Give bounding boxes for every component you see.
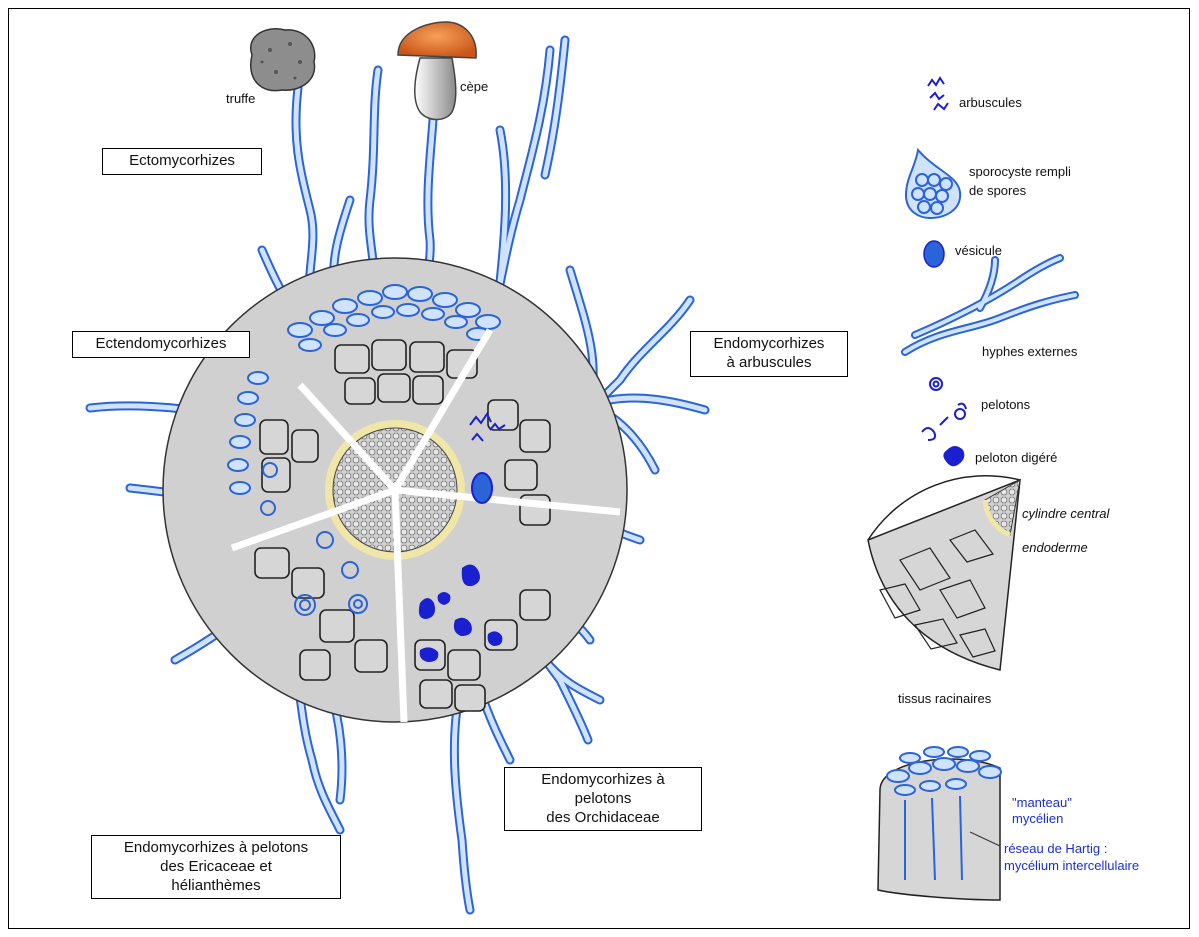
pelotons-legend-icon	[922, 378, 966, 440]
ectomycorrhiza-label: Ectomycorhizes	[129, 152, 235, 169]
orchid-line1: Endomycorhizes à pelotons	[511, 771, 695, 809]
truffle-label: truffe	[226, 92, 255, 107]
endo-arbuscule-line1: Endomycorhizes	[697, 335, 841, 354]
cep-label: cèpe	[460, 80, 488, 95]
legend-endodermis: endoderme	[1022, 541, 1088, 556]
ectendomycorrhiza-box: Ectendomycorhizes	[72, 331, 250, 358]
ericaceae-line2: des Ericaceae et	[98, 858, 334, 877]
ericaceae-peloton-box: Endomycorhizes à pelotons des Ericaceae …	[91, 835, 341, 899]
ericaceae-line1: Endomycorhizes à pelotons	[98, 839, 334, 858]
legend-root-tissue: tissus racinaires	[898, 692, 991, 707]
root-tissue-legend-icon	[868, 476, 1020, 670]
legend-sporocyst-line1: sporocyste rempli	[969, 165, 1071, 180]
legend-hartig-line1: réseau de Hartig :	[1004, 842, 1107, 857]
root-cross-section	[163, 258, 627, 722]
hyphae-legend-icon	[905, 258, 1075, 352]
endo-arbuscule-line2: à arbuscules	[697, 354, 841, 373]
digested-peloton-legend-icon	[943, 446, 964, 466]
legend-vesicle: vésicule	[955, 244, 1002, 259]
legend-sporocyst-line2: de spores	[969, 184, 1026, 199]
legend-hartig-line2: mycélium intercellulaire	[1004, 859, 1139, 874]
legend-central-cylinder: cylindre central	[1022, 507, 1109, 522]
sporocyst-legend-icon	[906, 150, 960, 218]
mantle-hartig-legend-icon	[878, 747, 1001, 900]
ectendomycorrhiza-label: Ectendomycorhizes	[96, 335, 227, 352]
ericaceae-line3: hélianthèmes	[98, 877, 334, 896]
legend-external-hyphae: hyphes externes	[982, 345, 1077, 360]
arbuscules-legend-icon	[928, 78, 948, 110]
legend-digested-peloton: peloton digéré	[975, 451, 1057, 466]
vesicle-legend-icon	[924, 241, 944, 267]
orchid-peloton-box: Endomycorhizes à pelotons des Orchidacea…	[504, 767, 702, 831]
vesicle-in-root	[472, 473, 492, 503]
orchid-line2: des Orchidaceae	[511, 809, 695, 828]
legend-mantle-line1: "manteau"	[1012, 796, 1072, 811]
cep-mushroom-icon	[398, 22, 476, 120]
truffle-icon	[251, 29, 315, 91]
ectomycorrhiza-box: Ectomycorhizes	[102, 148, 262, 175]
legend-pelotons: pelotons	[981, 398, 1030, 413]
endomycorrhiza-arbuscule-box: Endomycorhizes à arbuscules	[690, 331, 848, 377]
legend-mantle-line2: mycélien	[1012, 812, 1063, 827]
legend-arbuscules: arbuscules	[959, 96, 1022, 111]
